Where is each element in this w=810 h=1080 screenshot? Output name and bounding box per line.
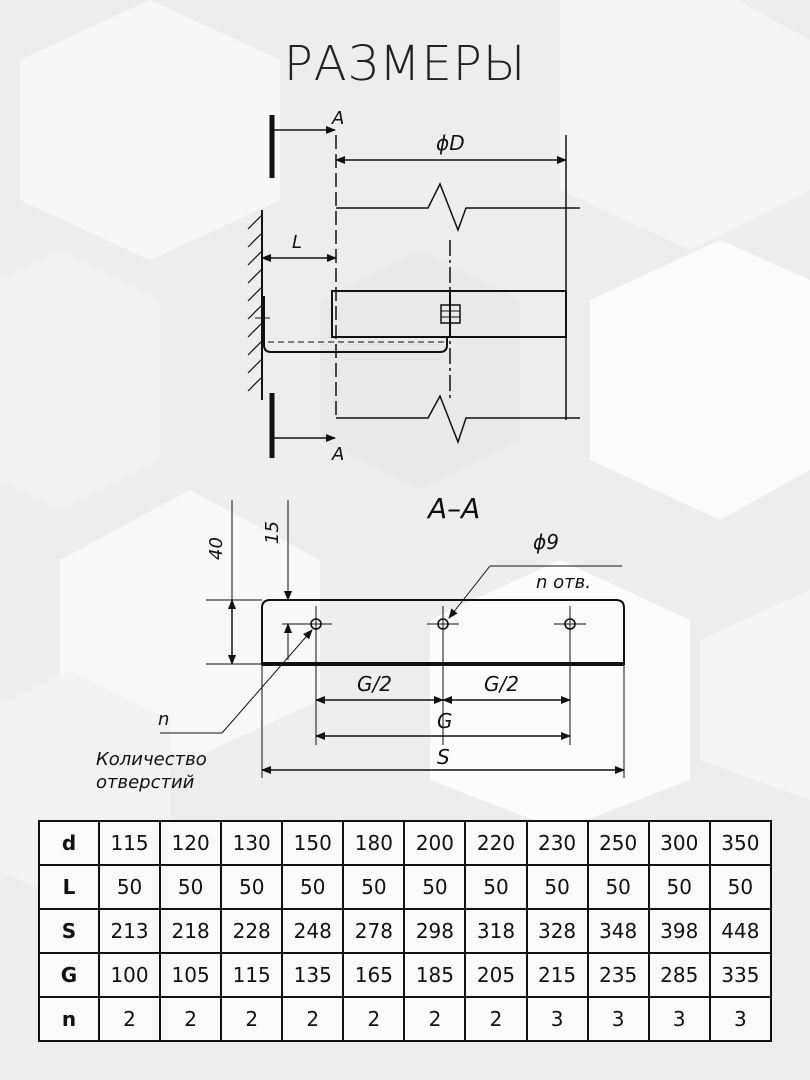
table-cell: 218 xyxy=(159,908,223,954)
section-view: A–A 40 15 ϕ9 n отв. G/2 G/2 xyxy=(96,492,625,793)
table-cell: 105 xyxy=(159,952,223,998)
table-cell: 50 xyxy=(281,864,345,910)
table-cell: 120 xyxy=(159,820,223,866)
table-cell: 448 xyxy=(708,908,773,954)
table-cell: 3 xyxy=(525,996,589,1042)
table-cell: 2 xyxy=(220,996,284,1042)
table-cell: 2 xyxy=(159,996,223,1042)
table-cell: 50 xyxy=(647,864,711,910)
table-cell: 165 xyxy=(342,952,406,998)
table-cell: 235 xyxy=(586,952,650,998)
table-cell: 50 xyxy=(159,864,223,910)
table-cell: 318 xyxy=(464,908,528,954)
table-cell: 200 xyxy=(403,820,467,866)
row-header: G xyxy=(38,952,100,998)
table-cell: 215 xyxy=(525,952,589,998)
table-cell: 50 xyxy=(97,864,162,910)
callout-line-2: отверстий xyxy=(96,772,195,793)
table-cell: 100 xyxy=(97,952,162,998)
table-cell: 115 xyxy=(220,952,284,998)
table-cell: 248 xyxy=(281,908,345,954)
table-cell: 220 xyxy=(464,820,528,866)
s-label: S xyxy=(437,745,450,769)
table-cell: 2 xyxy=(342,996,406,1042)
callout-line-1: Количество xyxy=(96,749,207,770)
n-label: n xyxy=(158,709,169,730)
table-cell: 2 xyxy=(403,996,467,1042)
top-view: A A ϕD L xyxy=(247,108,580,465)
row-header: d xyxy=(38,820,100,866)
table-cell: 185 xyxy=(403,952,467,998)
table-cell: 348 xyxy=(586,908,650,954)
table-cell: 230 xyxy=(525,820,589,866)
page-title: РАЗМЕРЫ xyxy=(283,36,527,92)
diameter-label: ϕD xyxy=(436,131,465,155)
table-cell: 130 xyxy=(220,820,284,866)
table-cell: 2 xyxy=(281,996,345,1042)
table-cell: 3 xyxy=(647,996,711,1042)
table-cell: 213 xyxy=(97,908,162,954)
table-cell: 285 xyxy=(647,952,711,998)
table-cell: 50 xyxy=(342,864,406,910)
table-cell: 335 xyxy=(708,952,773,998)
row-header: L xyxy=(38,864,100,910)
table-cell: 2 xyxy=(464,996,528,1042)
hole-diameter-label: ϕ9 xyxy=(533,530,559,554)
table-cell: 328 xyxy=(525,908,589,954)
table-cell: 398 xyxy=(647,908,711,954)
table-cell: 278 xyxy=(342,908,406,954)
table-cell: 3 xyxy=(708,996,773,1042)
half-g-left-label: G/2 xyxy=(357,672,392,696)
table-cell: 135 xyxy=(281,952,345,998)
dim-15-label: 15 xyxy=(262,521,283,544)
table-cell: 150 xyxy=(281,820,345,866)
section-letter-top: A xyxy=(331,108,344,129)
table-cell: 115 xyxy=(97,820,162,866)
table-cell: 3 xyxy=(586,996,650,1042)
section-title: A–A xyxy=(426,492,480,525)
table-cell: 50 xyxy=(586,864,650,910)
table-cell: 300 xyxy=(647,820,711,866)
table-cell: 205 xyxy=(464,952,528,998)
table-cell: 50 xyxy=(708,864,773,910)
table-cell: 228 xyxy=(220,908,284,954)
table-cell: 50 xyxy=(464,864,528,910)
table-cell: 250 xyxy=(586,820,650,866)
table-cell: 180 xyxy=(342,820,406,866)
table-cell: 350 xyxy=(708,820,773,866)
half-g-right-label: G/2 xyxy=(484,672,519,696)
table-cell: 2 xyxy=(97,996,162,1042)
l-label: L xyxy=(292,232,302,253)
row-header: S xyxy=(38,908,100,954)
row-header: n xyxy=(38,996,100,1042)
g-label: G xyxy=(437,709,453,733)
table-cell: 50 xyxy=(220,864,284,910)
table-cell: 298 xyxy=(403,908,467,954)
technical-drawing: A A ϕD L xyxy=(96,108,625,793)
dim-40-label: 40 xyxy=(206,537,227,560)
table-cell: 50 xyxy=(403,864,467,910)
table-cell: 50 xyxy=(525,864,589,910)
holes-count-label: n отв. xyxy=(536,572,591,593)
section-letter-bottom: A xyxy=(331,444,344,465)
